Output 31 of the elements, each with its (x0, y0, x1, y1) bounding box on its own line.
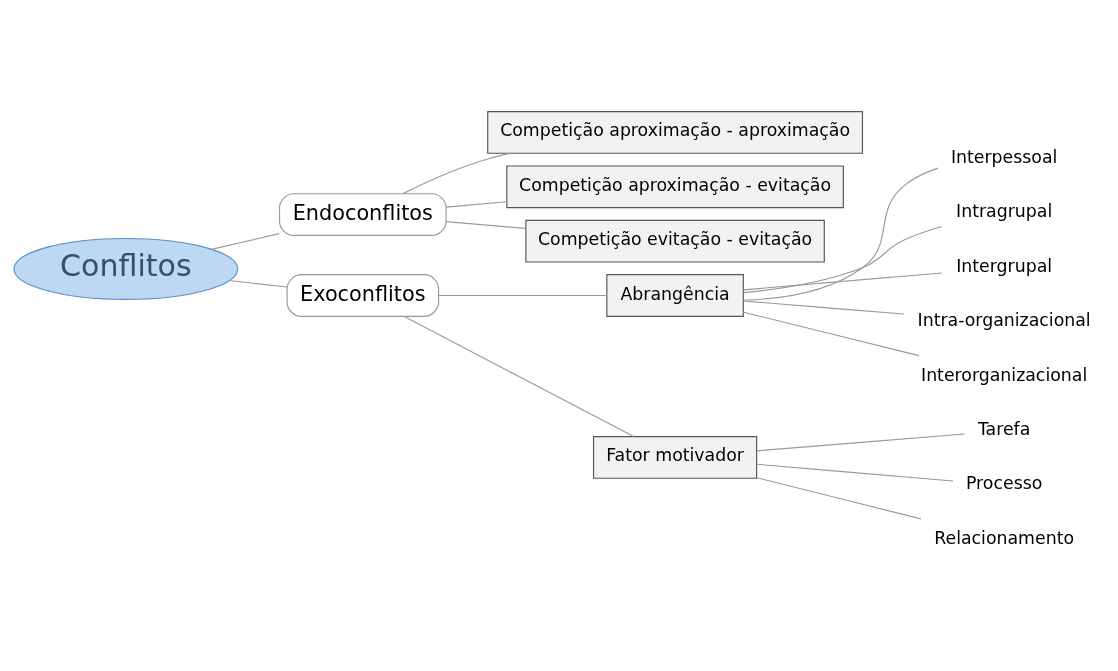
connector (229, 279, 288, 288)
node-text: Processo (965, 472, 1043, 493)
node-text: Tarefa (977, 418, 1031, 439)
connector (403, 315, 635, 437)
node-box: Exoconflitos (286, 273, 440, 317)
node-box: Competição aproximação - aproximação (487, 110, 864, 154)
node-text: Intergrupal (956, 255, 1053, 276)
node-text: Interpessoal (950, 146, 1058, 167)
connector (445, 200, 508, 208)
connector (756, 463, 954, 482)
node-box: Competição aproximação - evitação (506, 164, 844, 208)
node-text: Interorganizacional (921, 364, 1088, 385)
node-box: Fator motivador (592, 435, 758, 479)
connector (742, 311, 920, 356)
connector (742, 271, 943, 290)
connector (438, 294, 608, 296)
node-text: Relacionamento (934, 527, 1075, 548)
node-box: Endoconflitos (278, 192, 447, 236)
connector (210, 232, 280, 250)
node-text: Intra-organizacional (917, 309, 1091, 330)
connector (742, 299, 905, 315)
connector (445, 220, 527, 229)
connector (402, 152, 510, 194)
node-text: Intragrupal (956, 200, 1053, 221)
connector (756, 476, 922, 519)
node-box: Abrangência (606, 273, 744, 317)
connector (756, 432, 966, 451)
connector (742, 225, 943, 293)
node-ellipse: Conflitos (13, 237, 239, 300)
node-box: Competição evitação - evitação (525, 219, 825, 263)
connector (742, 167, 939, 301)
